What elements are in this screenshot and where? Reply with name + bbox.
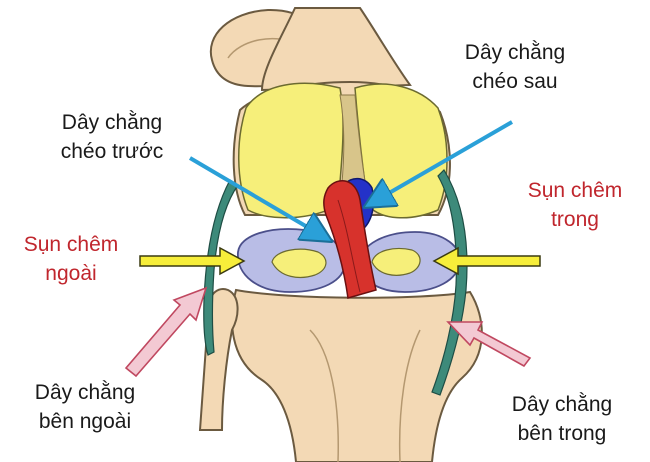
label-lcl-line2: bên ngoài <box>38 410 132 433</box>
label-medial-collateral-ligament: Dây chằng bên trong <box>482 390 642 448</box>
label-medial-meniscus-line2: trong <box>551 208 599 231</box>
label-medial-meniscus: Sụn chêm trong <box>500 176 650 234</box>
arrow-to-acl <box>188 156 326 238</box>
arrow-to-lcl <box>124 286 208 378</box>
arrow-to-medial-meniscus <box>432 246 541 276</box>
label-pcl-line2: chéo sau <box>472 70 558 93</box>
label-posterior-cruciate-ligament: Dây chằng chéo sau <box>430 38 600 96</box>
label-lcl-line1: Dây chằng <box>34 381 136 404</box>
label-lateral-collateral-ligament: Dây chằng bên ngoài <box>10 378 160 436</box>
label-mcl-line2: bên trong <box>517 422 607 445</box>
label-pcl-line1: Dây chằng <box>464 41 566 64</box>
arrow-to-lateral-meniscus <box>139 246 246 276</box>
label-anterior-cruciate-ligament: Dây chằng chéo trước <box>22 108 202 166</box>
tibia <box>231 288 483 462</box>
arrow-to-pcl <box>370 120 514 204</box>
lateral-collateral-ligament <box>203 179 239 356</box>
medial-collateral-ligament <box>431 169 468 396</box>
label-acl-line2: chéo trước <box>60 140 164 163</box>
label-acl-line1: Dây chằng <box>61 111 163 134</box>
label-lateral-meniscus-line1: Sụn chêm <box>23 233 119 256</box>
arrow-to-mcl <box>446 321 532 368</box>
femur-shaft <box>260 7 412 92</box>
label-lateral-meniscus-line2: ngoài <box>45 262 97 285</box>
anterior-cruciate-ligament <box>323 179 377 299</box>
label-mcl-line1: Dây chằng <box>511 393 613 416</box>
label-medial-meniscus-line1: Sụn chêm <box>527 179 623 202</box>
label-lateral-meniscus: Sụn chêm ngoài <box>0 230 142 288</box>
